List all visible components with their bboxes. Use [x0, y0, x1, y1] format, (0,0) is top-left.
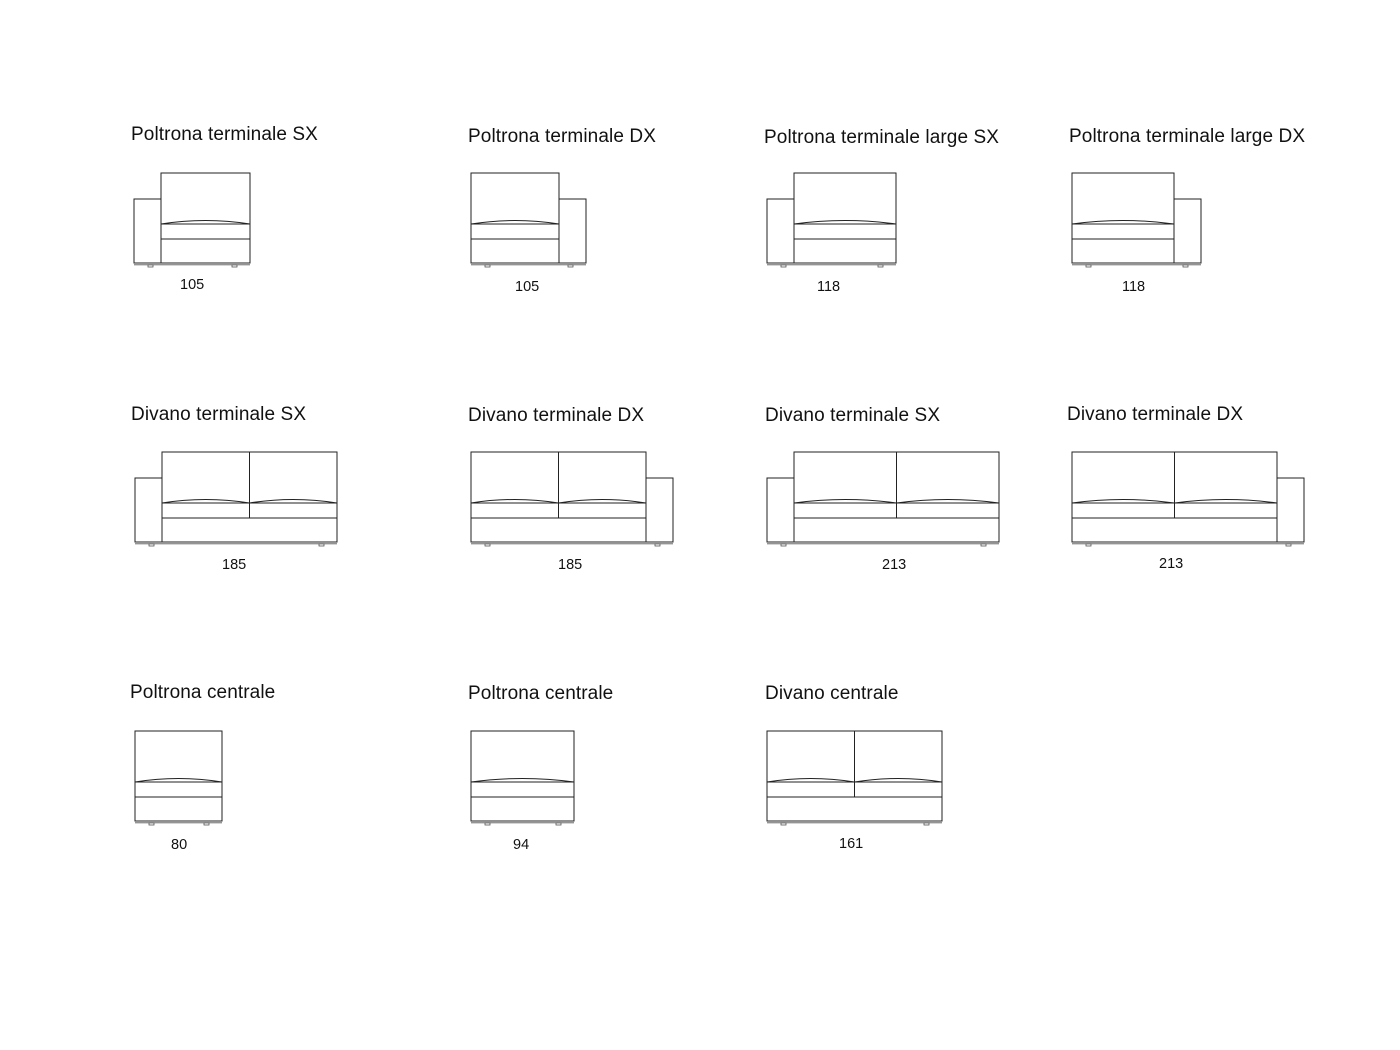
armrest: [558, 198, 587, 264]
module-width-dimension: 118: [1122, 279, 1146, 295]
armrest: [1173, 198, 1202, 264]
module-width-dimension: 105: [180, 277, 205, 293]
module-title: Divano terminale SX: [765, 405, 941, 426]
foot: [1182, 264, 1189, 268]
seat-cushion-curve: [470, 499, 559, 504]
sofa-front-elevation: [470, 730, 575, 826]
module-title: Divano terminale SX: [131, 404, 307, 425]
foot: [318, 543, 325, 547]
backrest: [1071, 172, 1175, 264]
sofa-front-elevation: [134, 730, 223, 826]
seat-cushion-curve: [854, 778, 943, 783]
module-width-dimension: 185: [558, 557, 583, 573]
seat-cushion-curve: [161, 499, 250, 504]
foot: [148, 822, 155, 826]
backrest: [470, 730, 575, 822]
module-width-dimension: 118: [817, 279, 841, 295]
module-title: Poltrona terminale DX: [468, 126, 656, 147]
seat-cushion-curve: [896, 499, 1000, 504]
module-title: Poltrona centrale: [468, 683, 614, 704]
seat-cushion-curve: [766, 778, 855, 783]
sofa-front-elevation: [133, 172, 251, 268]
foot: [555, 822, 562, 826]
foot: [567, 264, 574, 268]
backrest: [134, 730, 223, 822]
module-title: Divano terminale DX: [1067, 404, 1244, 425]
foot: [780, 264, 787, 268]
module-title: Poltrona terminale large SX: [764, 127, 1000, 148]
foot: [147, 264, 154, 268]
foot: [484, 264, 491, 268]
seat-cushion-curve: [134, 778, 223, 783]
foot: [203, 822, 210, 826]
sofa-front-elevation: [1071, 172, 1202, 268]
sofa-front-elevation: [470, 172, 587, 268]
foot: [231, 264, 238, 268]
backrest: [793, 172, 897, 264]
armrest: [134, 477, 163, 543]
seat-cushion-curve: [1071, 220, 1175, 225]
module-width-dimension: 185: [222, 557, 247, 573]
seat-cushion-curve: [793, 499, 897, 504]
foot: [1085, 264, 1092, 268]
foot: [923, 822, 930, 826]
sofa-front-elevation: [470, 451, 674, 547]
module-width-dimension: 105: [515, 279, 540, 295]
module-width-dimension: 94: [513, 837, 530, 853]
foot: [780, 822, 787, 826]
foot: [780, 543, 787, 547]
module-width-dimension: 161: [839, 836, 864, 852]
foot: [148, 543, 155, 547]
module-title: Poltrona terminale SX: [131, 124, 318, 145]
module-width-dimension: 80: [171, 837, 188, 853]
backrest: [160, 172, 251, 264]
module-title: Divano terminale DX: [468, 405, 645, 426]
foot: [654, 543, 661, 547]
module-title: Poltrona centrale: [130, 682, 276, 703]
backrest: [470, 172, 560, 264]
sofa-front-elevation: [766, 172, 897, 268]
armrest: [1276, 477, 1305, 543]
sofa-front-elevation: [1071, 451, 1305, 547]
seat-cushion-curve: [1174, 499, 1278, 504]
foot: [484, 543, 491, 547]
foot: [877, 264, 884, 268]
module-width-dimension: 213: [882, 557, 907, 573]
foot: [1085, 543, 1092, 547]
seat-cushion-curve: [160, 220, 251, 225]
seat-cushion-curve: [249, 499, 338, 504]
seat-cushion-curve: [470, 220, 560, 225]
sofa-front-elevation: [766, 451, 1000, 547]
armrest: [645, 477, 674, 543]
foot: [980, 543, 987, 547]
sofa-front-elevation: [134, 451, 338, 547]
sofa-front-elevation: [766, 730, 943, 826]
seat-cushion-curve: [558, 499, 647, 504]
armrest: [766, 477, 795, 543]
armrest: [766, 198, 795, 264]
armrest: [133, 198, 162, 264]
foot: [484, 822, 491, 826]
module-title: Divano centrale: [765, 683, 899, 704]
module-title: Poltrona terminale large DX: [1069, 126, 1306, 147]
seat-cushion-curve: [1071, 499, 1175, 504]
seat-cushion-curve: [793, 220, 897, 225]
seat-cushion-curve: [470, 778, 575, 783]
foot: [1285, 543, 1292, 547]
module-width-dimension: 213: [1159, 556, 1184, 572]
